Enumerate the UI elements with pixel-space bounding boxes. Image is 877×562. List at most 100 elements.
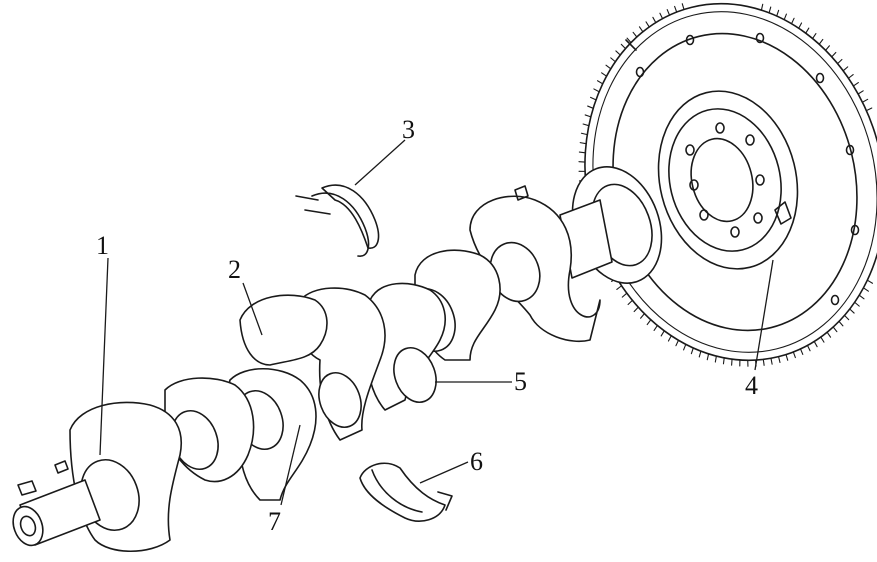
lower-bearing-shell: [359, 462, 453, 522]
gear-tooth: [812, 33, 817, 40]
gear-tooth: [674, 5, 678, 13]
gear-tooth: [777, 356, 781, 364]
gear-tooth: [866, 279, 874, 284]
gear-tooth: [638, 26, 644, 33]
callout-labels: 1 2 3 4 5 6 7: [96, 115, 758, 536]
leader-1: [99, 257, 109, 456]
snout-end: [12, 505, 44, 547]
gear-tooth: [596, 80, 604, 85]
gear-tooth: [847, 74, 854, 79]
gear-tooth: [681, 3, 685, 11]
gear-tooth: [666, 9, 671, 16]
gear-tooth: [806, 344, 811, 352]
gear-tooth: [861, 98, 869, 103]
upper-bearing-shell: [295, 184, 380, 257]
main-journal-3: [318, 372, 362, 428]
flywheel-rim-holes: [635, 32, 860, 306]
gear-tooth: [831, 51, 837, 58]
gear-tooth: [862, 287, 869, 292]
gear-tooth: [640, 313, 645, 319]
gear-tooth: [601, 72, 608, 77]
gear-tooth: [783, 13, 787, 21]
gear-tooth: [790, 17, 795, 25]
gear-tooth: [826, 331, 832, 338]
gear-tooth: [646, 319, 652, 326]
gear-tooth: [580, 132, 588, 136]
gear-tooth: [858, 294, 865, 300]
callout-7: 7: [268, 507, 281, 536]
gear-tooth: [852, 81, 859, 87]
gear-tooth: [865, 107, 873, 112]
flywheel-bolt-holes: [685, 122, 765, 238]
gear-tooth: [714, 355, 717, 363]
gear-tooth: [776, 9, 780, 17]
gear-tooth: [627, 299, 633, 306]
gear-tooth: [857, 90, 864, 95]
leader-7: [280, 424, 301, 506]
gear-tooth: [659, 12, 664, 20]
flywheel-dowel: [774, 201, 792, 225]
callout-5: 5: [514, 367, 527, 396]
rear-key: [514, 185, 529, 201]
gear-tooth: [690, 347, 694, 355]
gear-tooth: [768, 6, 772, 14]
flywheel-hub-outer: [657, 90, 799, 270]
leader-3: [354, 139, 406, 186]
crank-web-6: [366, 282, 446, 411]
leader-2: [242, 282, 263, 336]
gear-tooth: [792, 351, 796, 359]
gear-tooth: [798, 22, 803, 29]
gear-tooth: [652, 16, 657, 24]
gear-tooth: [605, 64, 612, 70]
gear-tooth: [837, 58, 843, 65]
gear-tooth: [645, 21, 650, 28]
gear-tooth: [805, 27, 810, 34]
gear-tooth: [854, 301, 860, 307]
flywheel-hub-mid: [668, 108, 782, 252]
gear-tooth: [632, 31, 638, 38]
flywheel-bore: [690, 137, 754, 223]
gear-tooth: [838, 320, 844, 327]
gear-tooth: [842, 66, 849, 72]
crank-pin-4: [393, 347, 437, 403]
gear-tooth: [770, 357, 773, 365]
gear-tooth: [843, 314, 850, 321]
gear-tooth: [579, 142, 587, 145]
flywheel-mark: [625, 39, 637, 51]
gear-tooth: [698, 350, 702, 358]
gear-tooth: [584, 114, 592, 118]
gear-tooth: [587, 105, 594, 109]
leader-4: [754, 259, 774, 371]
gear-tooth: [593, 88, 600, 93]
gear-teeth: [578, 3, 874, 367]
gear-tooth: [615, 50, 621, 56]
callout-6: 6: [470, 447, 483, 476]
gear-tooth: [820, 336, 825, 343]
gear-tooth: [785, 353, 789, 361]
gear-tooth: [675, 339, 680, 347]
gear-tooth: [799, 348, 804, 355]
gear-tooth: [813, 340, 818, 348]
gear-tooth: [706, 353, 710, 361]
crank-web-4: [239, 294, 328, 366]
gear-tooth: [832, 326, 838, 333]
gear-tooth: [825, 45, 830, 51]
callout-2: 2: [228, 255, 241, 284]
callout-3: 3: [402, 115, 415, 144]
gear-tooth: [616, 285, 623, 290]
gear-tooth: [610, 57, 616, 63]
crankshaft: [12, 166, 663, 553]
gear-tooth: [620, 43, 627, 50]
gear-tooth: [660, 330, 665, 337]
gear-tooth: [578, 151, 586, 154]
gear-tooth: [621, 292, 628, 298]
gear-tooth: [582, 123, 590, 127]
callout-4: 4: [745, 371, 758, 400]
leader-lines: [99, 139, 774, 506]
gear-tooth: [762, 358, 765, 366]
gear-tooth: [633, 306, 639, 313]
web-key: [54, 460, 69, 474]
gear-tooth: [590, 96, 597, 101]
gear-tooth: [653, 324, 658, 331]
